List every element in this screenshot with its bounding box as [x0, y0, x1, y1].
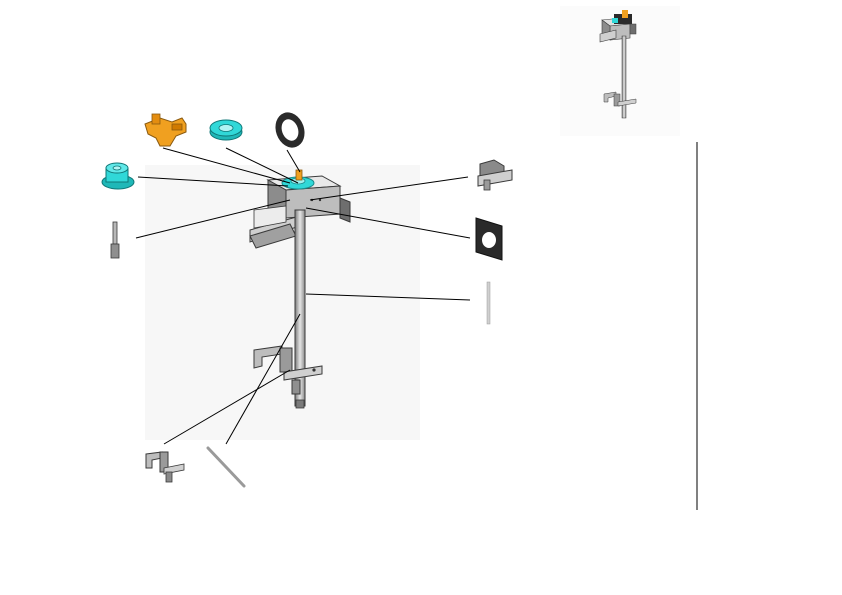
- cyan-gear-top-part: [209, 119, 243, 141]
- orange-bracket-part: [144, 113, 187, 147]
- diagonal-rod-part: [206, 446, 246, 488]
- bottom-hook-bracket-part: [145, 451, 185, 483]
- assembly-thumbnail: [560, 6, 680, 136]
- leader-lines: [135, 147, 471, 445]
- right-mount-bracket-part: [477, 159, 513, 191]
- ring-gasket-part: [275, 112, 305, 148]
- cyan-gear-left-part: [101, 162, 135, 190]
- square-gasket-part: [475, 217, 503, 261]
- small-pin-part: [110, 221, 120, 259]
- shaft-tip: [295, 399, 305, 409]
- tray-bracket: [249, 205, 301, 249]
- thin-rod-part: [486, 281, 491, 325]
